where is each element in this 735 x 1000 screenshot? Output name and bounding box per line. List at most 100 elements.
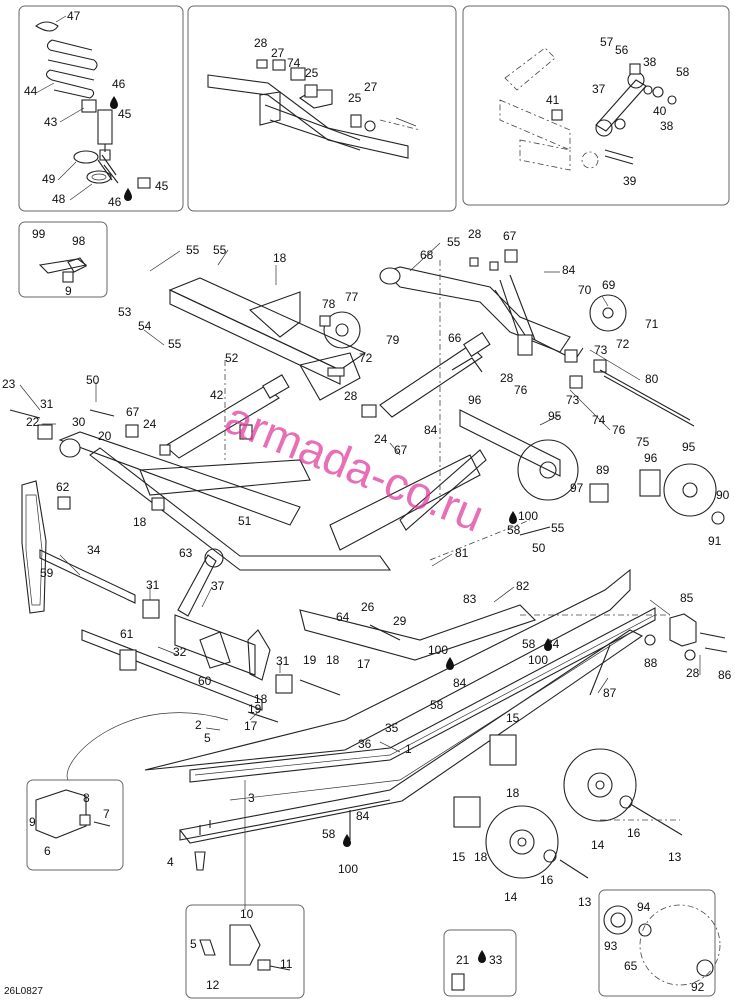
part-label: 44 [24,84,38,98]
part-label: 25 [348,91,362,105]
part-label: 91 [708,534,722,548]
part-label: 56 [615,43,629,57]
part-label: 93 [604,939,618,953]
part-label: 84 [356,809,370,823]
lubricant-drop-icon [544,638,552,651]
part-label: 34 [87,543,101,557]
lubricant-drop-icon [446,657,454,670]
part-label: 18 [133,515,147,529]
part-label: 37 [211,579,225,593]
part-label: 46 [112,77,126,91]
part-label: 72 [616,337,630,351]
part-label: 100 [518,509,538,523]
inset-shock-spring [18,5,184,212]
part-label: 45 [155,179,169,193]
part-label: 84 [546,637,560,651]
inset-front-arm [187,5,457,212]
part-label: 31 [146,578,160,592]
part-label: 18 [254,692,268,706]
part-label: 78 [322,297,336,311]
watermark-text: armada-co.ru [218,391,491,542]
part-label: 58 [430,698,444,712]
part-label: 37 [592,82,606,96]
part-label: 33 [489,953,503,967]
part-label: 88 [644,656,658,670]
part-label: 61 [120,627,134,641]
part-label: 84 [562,263,576,277]
part-label: 74 [592,413,606,427]
part-label: 100 [338,862,358,876]
part-label: 100 [528,653,548,667]
lubricant-drop-icon [124,188,132,201]
part-label: 97 [570,481,584,495]
part-label: 2 [195,718,202,732]
part-label: 31 [40,397,54,411]
part-label: 62 [56,480,70,494]
part-label: 28 [254,36,268,50]
part-label: 1 [405,742,412,756]
part-label: 38 [643,55,657,69]
part-label: 76 [612,423,626,437]
lubricant-drop-icon [343,834,351,847]
part-label: 58 [676,65,690,79]
part-label: 19 [248,702,262,716]
part-label: 82 [516,579,530,593]
part-label: 52 [225,351,239,365]
part-label: 81 [455,546,469,560]
inset-wheel-bearing [598,889,716,997]
part-label: 90 [716,488,730,502]
part-label: 14 [504,890,518,904]
part-label: 18 [506,786,520,800]
part-label: 73 [566,393,580,407]
part-label: 47 [67,9,81,23]
part-label: 72 [359,351,373,365]
part-label: 49 [42,172,56,186]
part-label: 85 [680,591,694,605]
link-drawing [499,47,677,171]
part-label: 83 [463,592,477,606]
part-label: 46 [108,195,122,209]
shock-spring-drawing [35,21,151,189]
part-label: 55 [447,235,461,249]
part-label: 32 [173,645,187,659]
inset-link [462,5,730,206]
part-label: 86 [718,668,732,682]
part-label: 59 [40,566,54,580]
part-label: 41 [546,93,560,107]
part-label: 10 [240,907,254,921]
main-assembly-drawing [9,249,728,910]
front-arm-drawing [207,59,421,159]
part-label: 67 [503,229,517,243]
part-label: 9 [29,815,36,829]
part-label: 5 [190,937,197,951]
part-label: 28 [500,371,514,385]
part-label: 87 [603,686,617,700]
part-label: 55 [168,337,182,351]
part-label: 67 [126,405,140,419]
part-label: 58 [522,637,536,651]
part-label: 17 [244,719,258,733]
part-label: 8 [83,791,90,805]
part-label: 55 [551,521,565,535]
part-label: 23 [2,377,16,391]
part-label: 74 [287,56,301,70]
inset-clip [18,221,108,298]
part-label: 99 [32,227,46,241]
part-label: 4 [167,855,174,869]
part-label: 39 [623,174,637,188]
part-label: 13 [578,895,592,909]
part-label: 26 [361,600,375,614]
part-label: 45 [118,107,132,121]
drawing-code: 26L0827 [4,986,43,997]
part-label: 63 [179,546,193,560]
part-label: 38 [660,119,674,133]
part-label: 36 [358,737,372,751]
part-label: 5 [204,731,211,745]
clip-drawing [38,257,88,283]
part-label: 28 [468,227,482,241]
part-label: 28 [344,389,358,403]
part-label: 89 [596,463,610,477]
part-label: 15 [506,711,520,725]
lubricant-drop-icon [509,511,517,524]
